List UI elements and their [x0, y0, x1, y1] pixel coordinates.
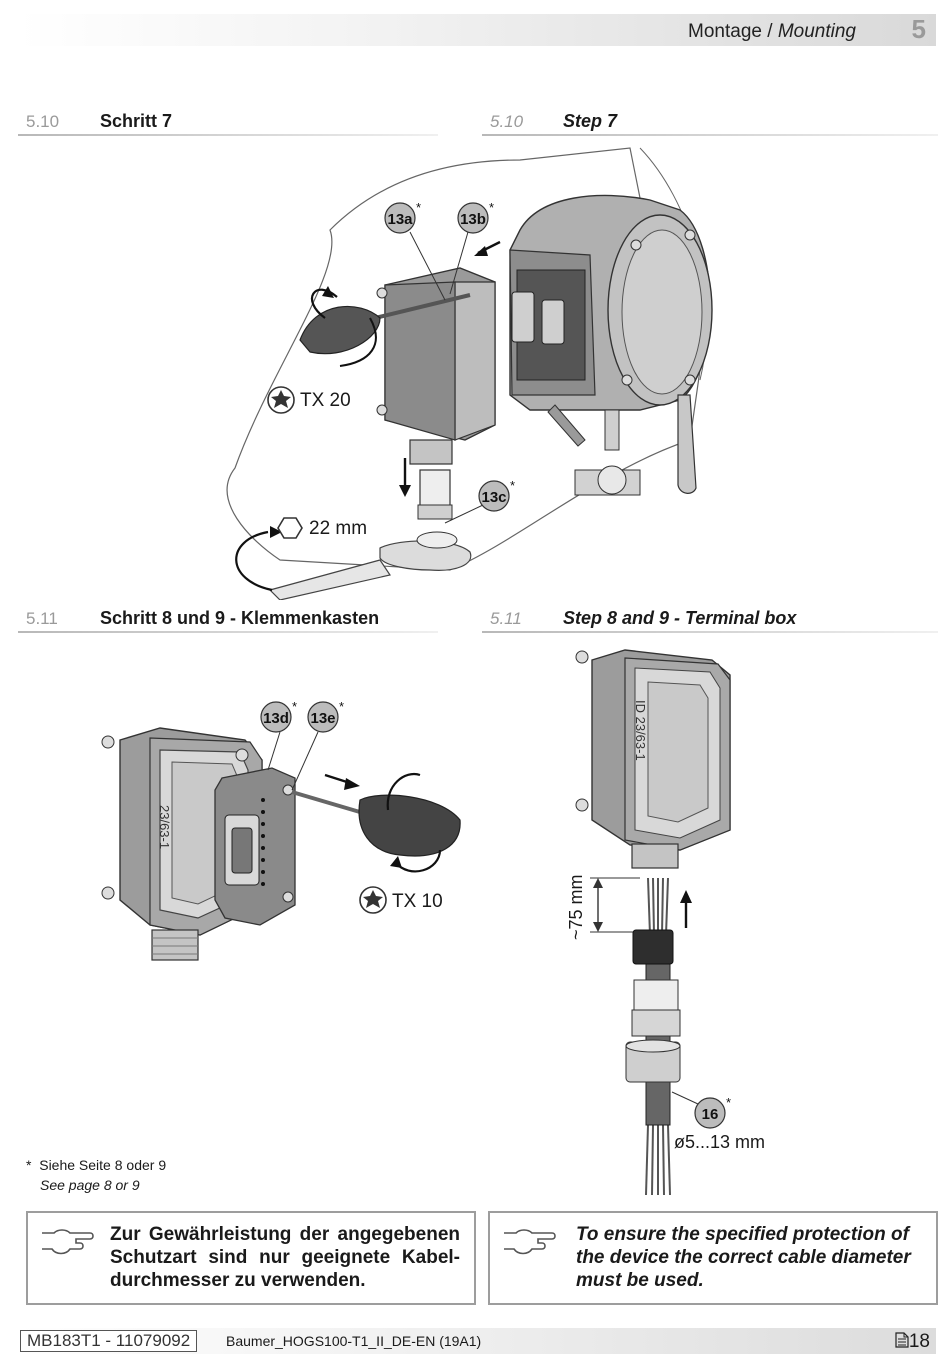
box-marking-label: ID 23/63-1 [633, 700, 648, 761]
screwdriver-shaft-icon [374, 293, 471, 320]
threaded-neck-icon [631, 843, 679, 869]
torx-size-label: TX 20 [300, 390, 351, 411]
section-divider [18, 134, 438, 136]
torx-size-label: TX 10 [392, 891, 443, 912]
svg-text:*: * [339, 699, 344, 714]
cable-wires-icon [645, 877, 671, 1196]
callout-13a: 13a * [384, 200, 446, 301]
section-number-en: 5.11 [490, 609, 522, 628]
callout-13b: 13b * [449, 200, 494, 295]
section-title-en: Step 7 [563, 111, 618, 131]
svg-text:13d: 13d [263, 710, 289, 727]
step89-right-figure: ID 23/63-1 ~75 mm 16 * ø5...13 mm [566, 649, 765, 1196]
document-id: MB183T1 - 11079092 [20, 1330, 198, 1352]
document-icon [895, 1332, 909, 1348]
note-box-de: Zur Gewährleistung der angegebenen Schut… [26, 1211, 476, 1305]
svg-text:13a: 13a [387, 211, 413, 228]
threaded-neck-icon [151, 929, 199, 961]
down-arrow-icon [399, 485, 411, 497]
svg-text:*: * [489, 200, 494, 215]
section-title-de: Schritt 7 [100, 111, 173, 131]
note-box-en: To ensure the specified protection of th… [488, 1211, 938, 1305]
up-arrow-icon [680, 890, 692, 903]
svg-text:13b: 13b [460, 211, 486, 228]
pointing-hand-icon [504, 1229, 556, 1255]
cutaway-outline [226, 147, 701, 571]
note-text-de: Zur Gewährleistung der angegebenen Schut… [110, 1224, 460, 1291]
callout-13c: 13c * [444, 478, 515, 524]
right-arrow-icon [344, 778, 360, 790]
chapter-number: 5 [911, 14, 926, 44]
left-arrow-icon [474, 246, 488, 256]
svg-text:*: * [416, 200, 421, 215]
svg-text:13e: 13e [310, 710, 335, 727]
screwdriver-handle-icon [299, 305, 381, 355]
torx-tx20-icon [267, 386, 295, 414]
rotation-arrow-icon [235, 530, 273, 592]
page-header-title: Montage / Mounting [688, 21, 856, 42]
svg-text:13c: 13c [481, 489, 506, 506]
header-bar [18, 14, 936, 46]
gland-body-icon [633, 979, 679, 1011]
svg-text:*: * [510, 478, 515, 493]
cable-diameter-label: ø5...13 mm [674, 1132, 765, 1152]
section-title-en: Step 8 and 9 - Terminal box [563, 608, 797, 628]
svg-text:16: 16 [702, 1106, 719, 1123]
section-divider [482, 134, 938, 136]
strip-length-label: ~75 mm [566, 874, 586, 940]
callout-13d: 13d * [260, 699, 297, 771]
footnote: * Siehe Seite 8 oder 9 See page 8 or 9 [26, 1157, 167, 1193]
d-sub-connector-icon [541, 299, 565, 345]
pointing-hand-icon [42, 1229, 94, 1255]
svg-text:*: * [292, 699, 297, 714]
box-marking-label: 23/63-1 [157, 805, 172, 849]
torx-tx10-icon [359, 886, 387, 914]
d-sub-connector-icon [511, 291, 535, 343]
rotation-arrow-icon [386, 772, 421, 811]
wrench-handle-icon [268, 559, 391, 600]
note-text-en: To ensure the specified protection of th… [576, 1224, 911, 1291]
section-number-de: 5.11 [26, 609, 58, 628]
step89-left-figure: 23/63-1 13d * 13e * TX 10 [101, 699, 461, 961]
section-number-en: 5.10 [490, 112, 524, 131]
screwdriver-handle-icon [358, 794, 461, 857]
section-title-de: Schritt 8 und 9 - Klemmenkasten [100, 608, 380, 628]
svg-text:*: * [726, 1095, 731, 1110]
wrench-size-label: 22 mm [309, 518, 367, 539]
hex-nut-icon [277, 517, 303, 539]
section-divider [18, 631, 438, 633]
cable-gland-icon [419, 469, 451, 509]
page-number: 18 [895, 1331, 930, 1353]
callout-13e: 13e * [291, 699, 344, 791]
section-number-de: 5.10 [26, 112, 60, 131]
seal-insert-icon [632, 929, 674, 965]
document-filename: Baumer_HOGS100-T1_II_DE-EN (19A1) [226, 1333, 482, 1349]
screwdriver-shaft-icon [291, 790, 371, 817]
torque-arm-icon [677, 394, 697, 494]
step7-figure: 13a * 13b * 13c * TX 20 22 mm [226, 147, 713, 600]
callout-16: 16 * [671, 1091, 731, 1129]
section-divider [482, 631, 938, 633]
